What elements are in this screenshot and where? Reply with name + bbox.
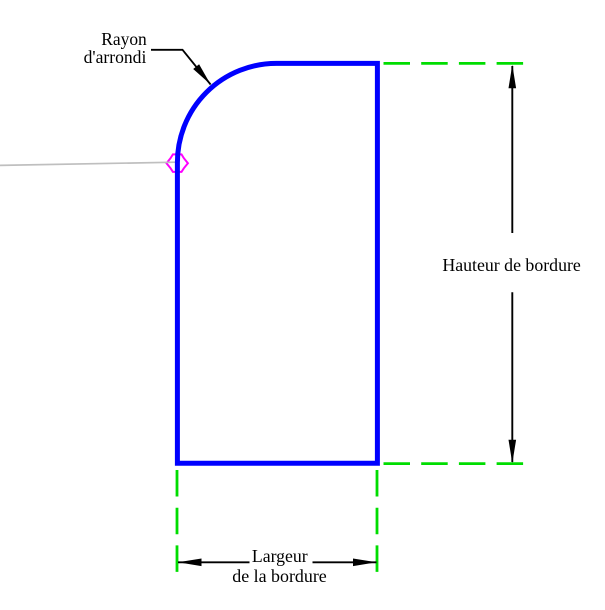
svg-text:de la bordure: de la bordure xyxy=(232,566,327,586)
svg-text:Rayon: Rayon xyxy=(101,29,147,49)
svg-text:d'arrondi: d'arrondi xyxy=(84,47,147,67)
svg-text:Largeur: Largeur xyxy=(252,546,308,566)
svg-text:Hauteur de bordure: Hauteur de bordure xyxy=(442,255,581,275)
